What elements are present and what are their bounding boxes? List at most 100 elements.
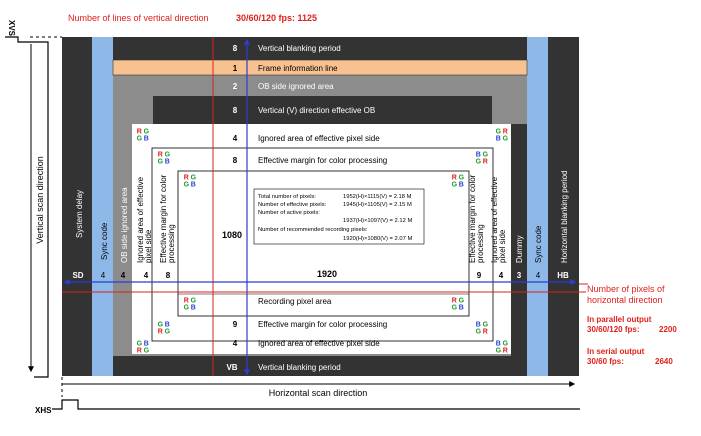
xvs-label: XVS xyxy=(7,20,16,37)
vertical-lines-value: 30/60/120 fps: 1125 xyxy=(236,13,317,23)
bottom-vblank-band xyxy=(113,356,527,376)
count-ignored-right: 4 xyxy=(499,271,504,280)
count-sync-left: 4 xyxy=(101,271,106,280)
frame-info-band xyxy=(112,59,528,76)
vertical-ob-count: 8 xyxy=(233,106,238,115)
ignored-bottom-label: Ignored area of effective pixel side xyxy=(258,339,380,348)
bayer-letter: G xyxy=(184,304,190,311)
bayer-letter: R xyxy=(452,297,457,304)
sync-code-left-column xyxy=(92,37,113,376)
ob-ignored-label: OB side ignored area xyxy=(258,82,334,91)
count-ob-ignored: 4 xyxy=(121,271,126,280)
bayer-letter: B xyxy=(459,304,464,311)
effective-pixels-value: 1945(H)×1105(V) = 2.15 M xyxy=(343,202,412,208)
bayer-letter: B xyxy=(191,304,196,311)
serial-output-title: In serial output xyxy=(587,347,645,356)
sync-code-right-column xyxy=(527,37,548,376)
column-label-sync-code-left: Sync code xyxy=(100,222,109,260)
margin-bottom-label: Effective margin for color processing xyxy=(258,320,387,329)
bayer-letter: R xyxy=(483,158,488,165)
column-label-ob-ignored: OB side ignored area xyxy=(120,187,129,263)
column-label-ignored-right-1: Ignored area of effective xyxy=(490,176,499,263)
effective-pixels-label: Number of effective pixels: xyxy=(258,202,327,208)
bayer-letter: R xyxy=(137,347,142,354)
bayer-letter: R xyxy=(503,347,508,354)
xhs-waveform xyxy=(52,399,580,410)
column-label-margin-right-1: Effective margin for color xyxy=(468,174,477,263)
ignored-bottom-count: 4 xyxy=(233,339,238,348)
bayer-letter: G xyxy=(476,328,482,335)
total-pixels-label: Total number of pixels: xyxy=(258,194,316,200)
vertical-scan-label: Vertical scan direction xyxy=(35,156,45,244)
margin-outline xyxy=(151,147,494,342)
bayer-letter: G xyxy=(452,181,458,188)
total-pixels-value: 1952(H)×1115(V) = 2.18 M xyxy=(343,194,412,200)
frame-info-label: Frame information line xyxy=(258,64,338,73)
count-dummy: 3 xyxy=(517,271,522,280)
frame-info-count: 1 xyxy=(233,64,238,73)
recording-label: Recording pixel area xyxy=(258,297,332,306)
bayer-letter: G xyxy=(483,321,489,328)
count-margin-left: 8 xyxy=(166,271,171,280)
bayer-letter: B xyxy=(496,340,501,347)
recording-outline xyxy=(177,170,470,317)
horizontal-scan-label: Horizontal scan direction xyxy=(269,388,368,398)
bayer-letter: R xyxy=(483,328,488,335)
ignored-top-label: Ignored area of effective pixel side xyxy=(258,134,380,143)
bayer-letter: R xyxy=(184,174,189,181)
bayer-letter: G xyxy=(165,151,171,158)
vertical-ob-label: Vertical (V) direction effective OB xyxy=(258,106,375,115)
xhs-label: XHS xyxy=(35,406,52,415)
margin-top-count: 8 xyxy=(233,156,238,165)
bayer-letter: G xyxy=(144,347,150,354)
bayer-letter: G xyxy=(144,128,150,135)
bayer-letter: B xyxy=(476,321,481,328)
bayer-letter: G xyxy=(158,158,164,165)
column-label-system-delay: System delay xyxy=(75,190,84,238)
bayer-letter: R xyxy=(158,151,163,158)
pixels-horizontal-title-1: Number of pixels of xyxy=(587,284,665,294)
parallel-output-value: 2200 xyxy=(659,325,677,334)
bayer-letter: G xyxy=(191,297,197,304)
bayer-letter: G xyxy=(503,135,509,142)
bayer-letter: B xyxy=(165,321,170,328)
xvs-waveform xyxy=(5,36,49,378)
column-label-dummy: Dummy xyxy=(515,235,524,263)
bayer-letter: G xyxy=(503,340,509,347)
column-label-ignored-right-2: pixel side xyxy=(498,229,507,263)
pixel-info-box xyxy=(253,188,425,245)
bayer-letter: B xyxy=(476,151,481,158)
recommended-pixels-label: Number of recommended recording pixels: xyxy=(258,227,368,233)
recommended-pixels-value: 1920(H)×1080(V) = 2.07 M xyxy=(343,236,412,242)
bayer-letter: R xyxy=(503,128,508,135)
dummy-column xyxy=(511,124,527,376)
bayer-letter: G xyxy=(476,158,482,165)
bayer-letter: G xyxy=(459,297,465,304)
vertical-lines-title: Number of lines of vertical direction xyxy=(68,13,209,23)
bayer-letter: B xyxy=(165,158,170,165)
bayer-letter: G xyxy=(191,174,197,181)
vblank-top-count: 8 xyxy=(233,44,238,53)
center-v-count: 1080 xyxy=(222,230,242,240)
serial-output-fps: 30/60 fps: xyxy=(587,357,624,366)
bayer-letter: G xyxy=(165,328,171,335)
margin-bottom-count: 9 xyxy=(233,320,238,329)
vertical-ob-area xyxy=(153,96,492,124)
count-ignored-left: 4 xyxy=(144,271,149,280)
column-label-sync-code-right: Sync code xyxy=(534,225,543,263)
bayer-letter: G xyxy=(452,304,458,311)
bayer-letter: R xyxy=(158,328,163,335)
pixels-horizontal-title-2: horizontal direction xyxy=(587,295,663,305)
column-label-margin-left-2: processing xyxy=(167,224,176,263)
bayer-letter: G xyxy=(459,174,465,181)
